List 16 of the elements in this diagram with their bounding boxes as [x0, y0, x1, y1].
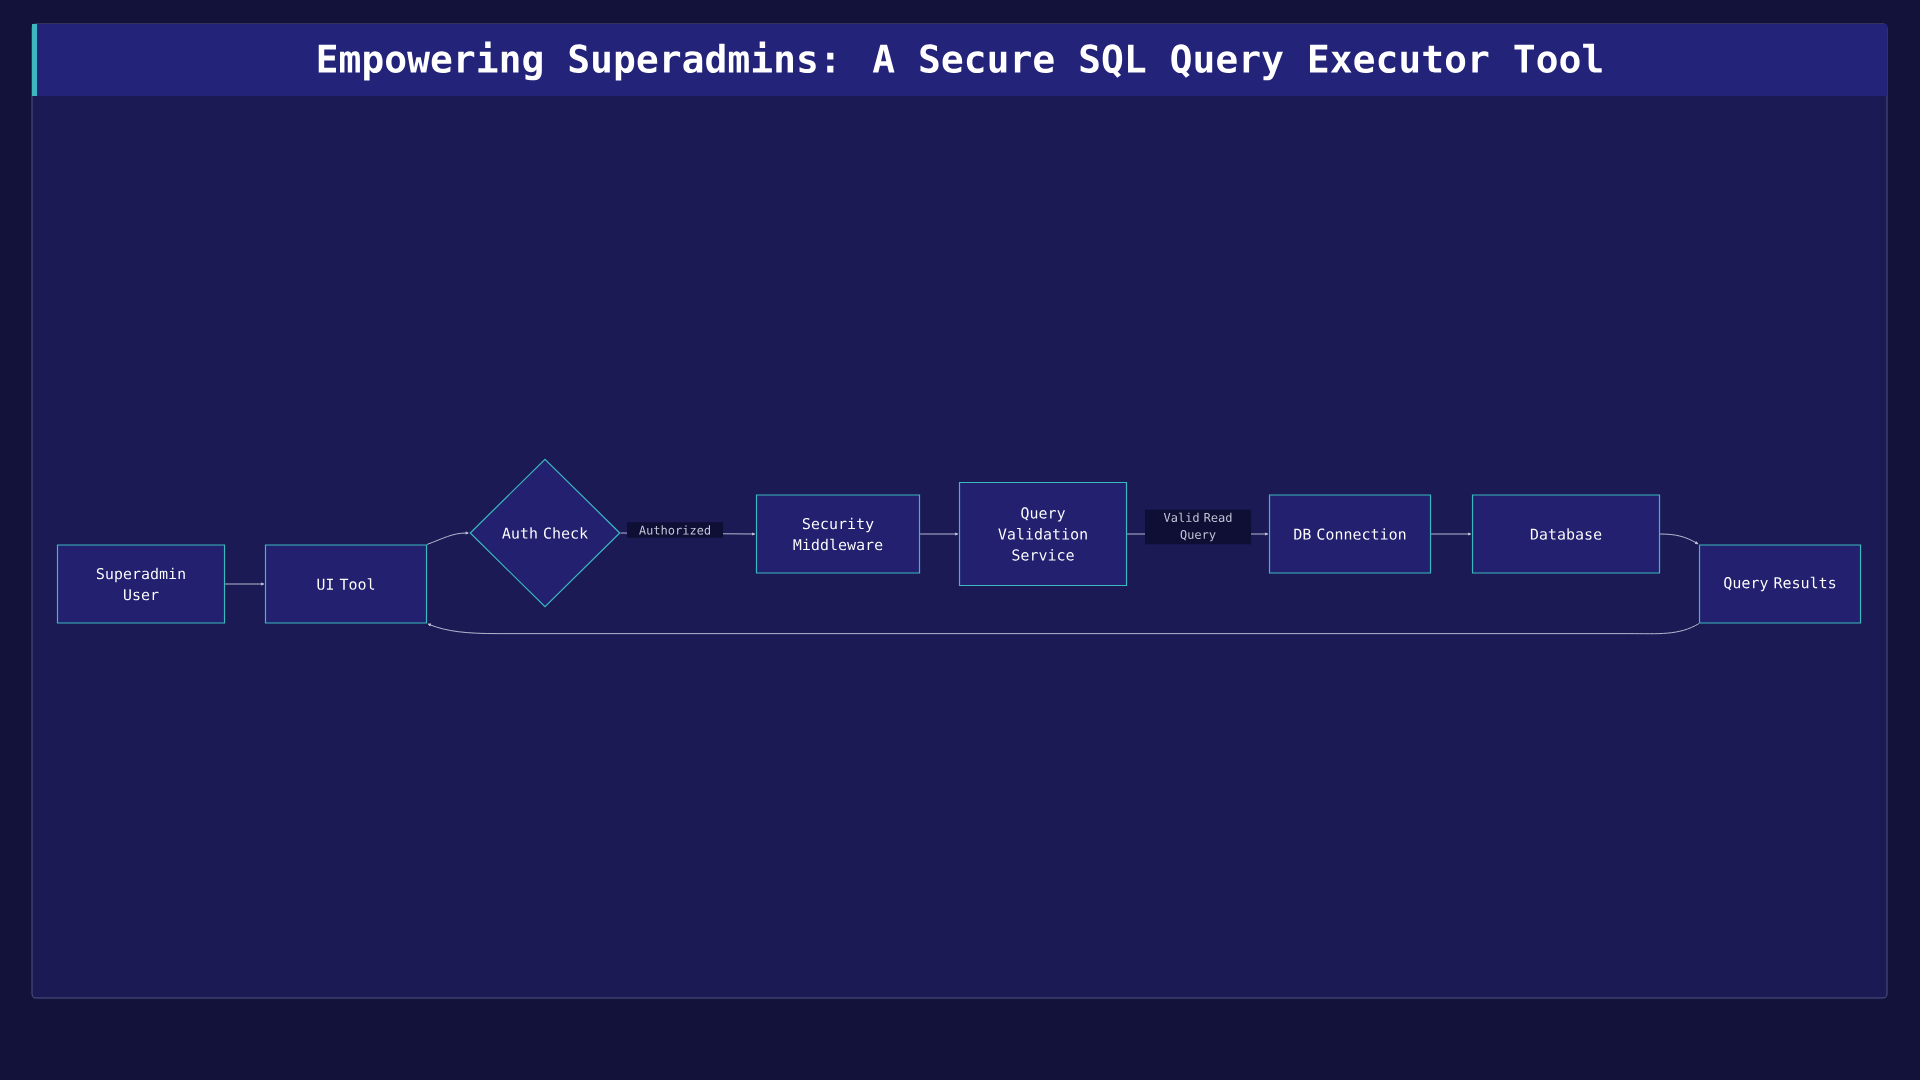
arrow [426, 531, 469, 545]
process-box: Database [1471, 494, 1661, 574]
arrow [427, 623, 1700, 635]
process-box: Query Results [1698, 544, 1862, 624]
arrow [224, 582, 265, 586]
edge-label: Authorized [627, 522, 723, 538]
arrow [1659, 533, 1699, 545]
process-box: Security Middleware [755, 494, 921, 574]
process-box: UI Tool [264, 544, 428, 624]
arrow [919, 532, 959, 536]
process-box: DB Connection [1268, 494, 1432, 574]
process-box: Superadmin User [56, 544, 226, 624]
edge-label: Valid Read Query [1145, 509, 1251, 545]
process-box: Query Validation Service [958, 481, 1128, 587]
arrow [1430, 532, 1472, 536]
title-banner: Empowering Superadmins: A Secure SQL Query Executor Tool [32, 24, 1887, 96]
